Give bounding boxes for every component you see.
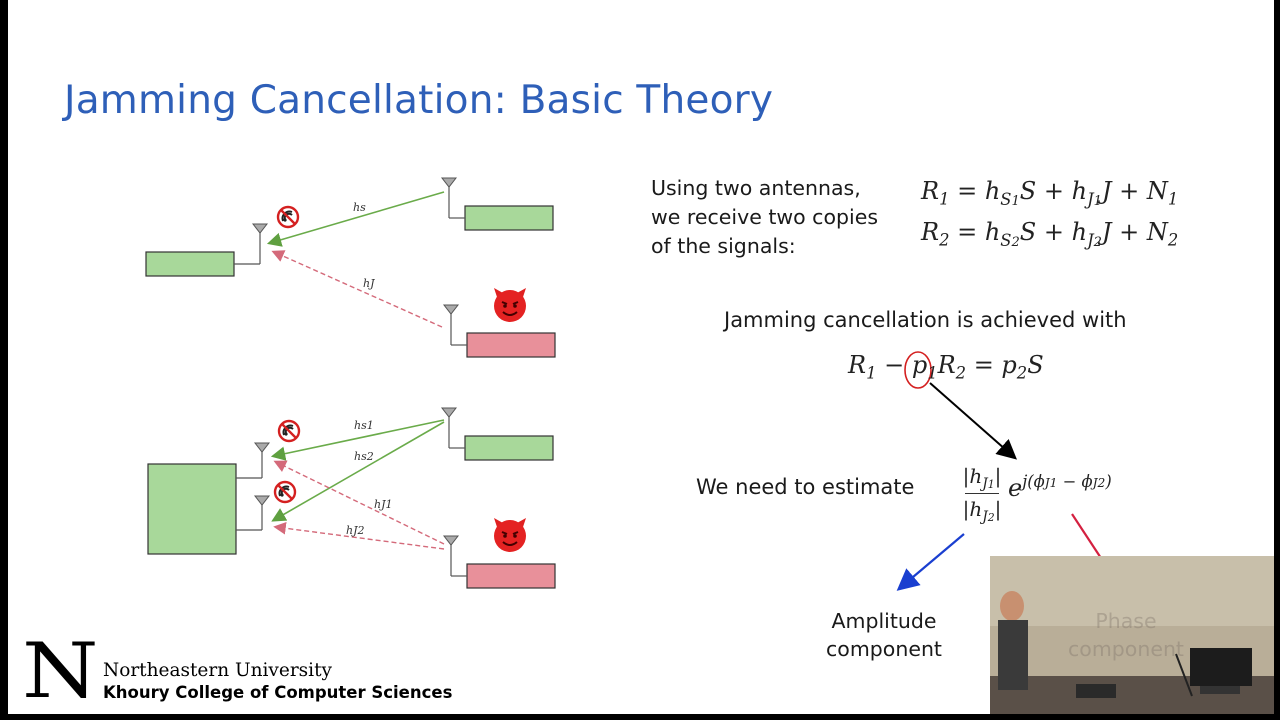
jamming-path [271,250,443,328]
estimate-text: We need to estimate [696,475,915,499]
label-hj1: hJ1 [374,498,393,511]
antenna-icon [236,495,271,531]
label-hj2: hJ2 [346,524,365,537]
jamming-path-2 [273,522,445,550]
no-signal-icon [273,480,297,504]
label-hs1: hs1 [354,419,374,432]
signal-path-1 [270,419,445,461]
intro-text: Using two antennas, we receive two copie… [651,176,879,258]
slide: Jamming Cancellation: Basic Theory [8,0,1274,714]
no-signal-icon [276,205,300,229]
antenna-icon [442,535,467,577]
antenna-icon [440,407,465,449]
college-name: Khoury College of Computer Sciences [103,683,453,702]
signal-path-2 [271,421,445,522]
antenna-icon [440,177,465,219]
slide-title: Jamming Cancellation: Basic Theory [64,78,774,123]
presenter-scene [990,556,1274,714]
amplitude-label: Amplitude component [826,609,942,661]
jamming-diagram: hs hJ [145,177,1121,591]
antenna-icon [442,304,467,346]
no-signal-icon [277,419,301,443]
jammer-box [466,563,556,589]
antenna-icon [234,223,269,265]
arrow-icon [929,382,1018,460]
equation-r2: R2 = hS2S + hJ2J + N2 [921,218,1179,250]
equation-r1: R1 = hS1S + hJ1J + N1 [921,177,1179,209]
university-name: Northeastern University [103,660,332,681]
sender-box [464,435,554,461]
devil-icon [494,288,526,322]
presenter-camera-overlay [990,556,1274,714]
cancellation-text: Jamming cancellation is achieved with [724,308,1127,332]
equation-amplitude-ratio: |hJ1| |hJ2| [962,464,1002,525]
equation-cancellation: R1 − p1R2 = p2S [848,351,1044,383]
receiver-box [145,251,235,277]
signal-path [266,191,445,247]
sender-box [464,205,554,231]
university-logo: N [22,626,99,714]
equation-phase-term: ej(ϕJ1 − ϕJ2) [1008,472,1112,502]
label-hs2: hs2 [354,450,374,463]
p1-highlight-circle [904,351,932,389]
jamming-path-1 [273,460,445,545]
label-hj: hJ [363,277,375,290]
label-hs: hs [353,201,366,214]
arrow-icon [896,533,965,591]
devil-icon [494,518,526,552]
receiver-box-large [147,463,237,555]
jammer-box [466,332,556,358]
antenna-icon [236,442,271,479]
phase-label: Phase component [1068,609,1184,661]
